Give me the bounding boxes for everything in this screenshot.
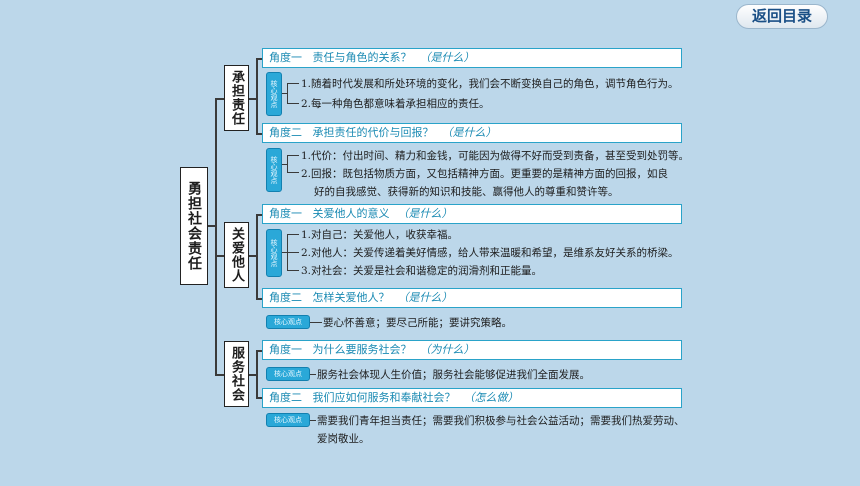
connector (215, 98, 217, 374)
angle-header: 角度一 关爱他人的意义 （是什么） (262, 204, 682, 224)
angle-question: 为什么要服务社会？ (312, 343, 412, 356)
bracket (282, 252, 287, 254)
connector (256, 350, 262, 352)
connector (256, 133, 262, 135)
angle-header: 角度一 责任与角色的关系？ （是什么） (262, 48, 682, 68)
point-text: 2.回报：既包括物质方面，又包括精神方面。更重要的是精神方面的回报，如良 (301, 168, 669, 180)
connector (256, 214, 262, 216)
connector (256, 214, 258, 299)
core-viewpoint-badge: 核心观点 (266, 72, 282, 116)
connector (215, 98, 224, 100)
connector (215, 255, 224, 257)
bracket (282, 93, 287, 95)
angle-type: （怎么做） (463, 391, 519, 404)
angle-question: 承担责任的代价与回报？ (312, 126, 434, 139)
bracket (287, 83, 299, 85)
bracket (310, 322, 322, 324)
bracket (310, 374, 316, 376)
core-viewpoint-badge: 核心观点 (266, 315, 310, 329)
bracket (287, 234, 299, 236)
connector (256, 58, 258, 134)
angle-label: 角度二 (269, 391, 302, 404)
connector (256, 58, 262, 60)
bracket (287, 103, 299, 105)
angle-question: 关爱他人的意义 (312, 207, 390, 220)
angle-type: （为什么） (419, 343, 475, 356)
bracket (282, 164, 287, 166)
point-text: 服务社会体现人生价值；服务社会能够促进我们全面发展。 (317, 369, 590, 381)
core-viewpoint-badge: 核心观点 (266, 229, 282, 277)
angle-label: 角度一 (269, 343, 302, 356)
core-viewpoint-badge: 核心观点 (266, 413, 310, 427)
core-viewpoint-badge: 核心观点 (266, 148, 282, 192)
root-topic: 勇担社会责任 (180, 167, 208, 285)
bracket (287, 155, 299, 157)
angle-question: 责任与角色的关系？ (312, 51, 412, 64)
point-text: 1.对自己：关爱他人，收获幸福。 (301, 229, 459, 241)
point-text: 爱岗敬业。 (317, 433, 370, 445)
section-serve-society: 服务社会 (224, 341, 249, 407)
connector (249, 255, 257, 257)
connector (256, 350, 258, 398)
angle-label: 角度一 (269, 51, 302, 64)
angle-type: （是什么） (419, 51, 475, 64)
point-text: 需要我们青年担当责任；需要我们积极参与社会公益活动；需要我们热爱劳动、 (317, 415, 682, 427)
connector (256, 397, 262, 399)
angle-type: （是什么） (397, 291, 453, 304)
angle-header: 角度二 承担责任的代价与回报？ （是什么） (262, 123, 682, 143)
angle-label: 角度二 (269, 126, 302, 139)
point-text: 1.代价：付出时间、精力和金钱，可能因为做得不好而受到责备，甚至受到处罚等。 (301, 150, 682, 162)
bracket (310, 420, 316, 422)
point-text: 好的自我感觉、获得新的知识和技能、赢得他人的尊重和赞许等。 (314, 186, 619, 198)
bracket (287, 270, 299, 272)
connector (215, 374, 224, 376)
return-to-contents-button[interactable]: 返回目录 (736, 4, 828, 29)
point-text: 2.每一种角色都意味着承担相应的责任。 (301, 98, 490, 110)
section-responsibility: 承担责任 (224, 65, 249, 131)
bracket (287, 172, 299, 174)
angle-header: 角度二 我们应如何服务和奉献社会？ （怎么做） (262, 388, 682, 408)
bracket (287, 83, 289, 104)
section-care-others: 关爱他人 (224, 222, 249, 288)
bracket (287, 155, 289, 173)
connector (249, 374, 257, 376)
bracket (287, 252, 299, 254)
point-text: 要心怀善意；要尽己所能；要讲究策略。 (323, 317, 512, 329)
angle-type: （是什么） (397, 207, 453, 220)
point-text: 2.对他人：关爱传递着美好情感，给人带来温暖和希望，是维系友好关系的桥梁。 (301, 247, 679, 259)
angle-question: 怎样关爱他人？ (312, 291, 390, 304)
angle-label: 角度一 (269, 207, 302, 220)
point-text: 3.对社会：关爱是社会和谐稳定的润滑剂和正能量。 (301, 265, 543, 277)
angle-header: 角度一 为什么要服务社会？ （为什么） (262, 340, 682, 360)
angle-header: 角度二 怎样关爱他人？ （是什么） (262, 288, 682, 308)
connector (249, 98, 257, 100)
core-viewpoint-badge: 核心观点 (266, 367, 310, 381)
connector (256, 298, 262, 300)
angle-type: （是什么） (441, 126, 497, 139)
angle-label: 角度二 (269, 291, 302, 304)
angle-question: 我们应如何服务和奉献社会？ (312, 391, 456, 404)
connector (208, 225, 216, 227)
point-text: 1.随着时代发展和所处环境的变化，我们会不断变换自己的角色，调节角色行为。 (301, 78, 679, 90)
